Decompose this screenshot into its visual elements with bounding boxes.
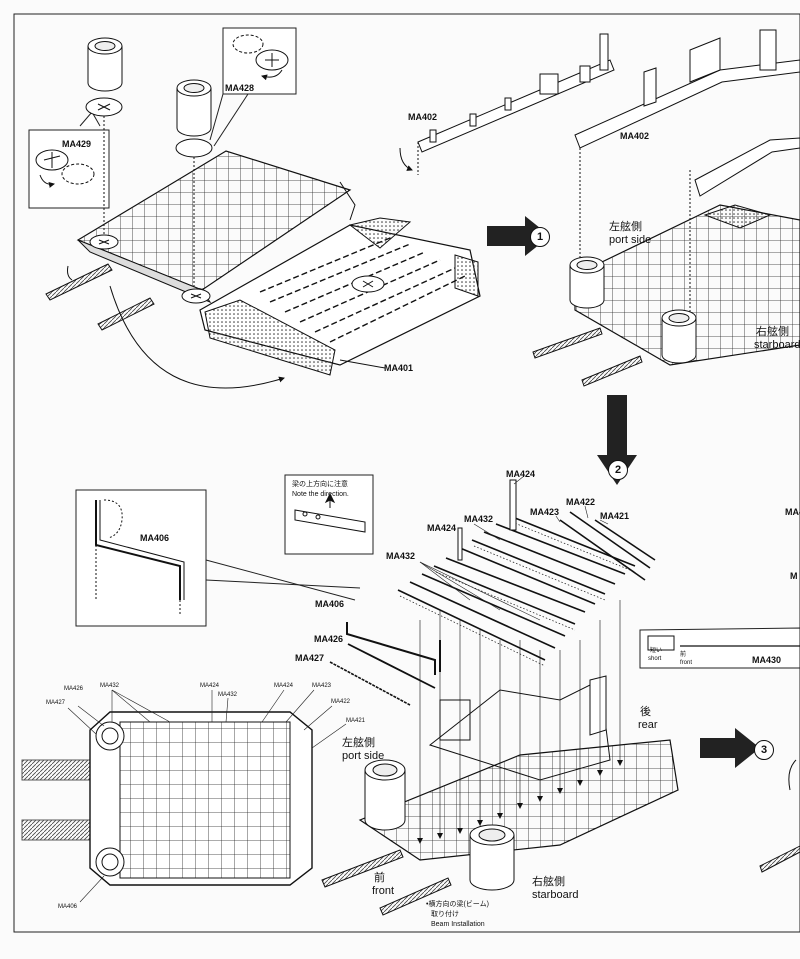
plan-label-ma424-a: MA424 (200, 683, 220, 689)
starboard-en-2: starboard (532, 889, 579, 901)
label-ma424-left: MA424 (427, 523, 457, 533)
plan-label-ma421: MA421 (346, 718, 366, 724)
label-ma406: MA406 (315, 599, 345, 609)
label-ma424-top: MA424 (506, 469, 536, 479)
label-ma402-right: MA402 (620, 131, 650, 141)
step-2-arrow (597, 395, 637, 485)
port-side-jp-2: 左舷側 (342, 737, 375, 749)
top-left-assembly (28, 27, 481, 389)
port-side-en-2: port side (342, 750, 385, 762)
front-en: front (372, 885, 395, 897)
label-ma401: MA401 (384, 363, 414, 373)
inset-box-ma429 (28, 129, 110, 209)
label-ma423: MA423 (530, 507, 560, 517)
label-ma402-left: MA402 (408, 112, 438, 122)
label-ma421: MA421 (600, 511, 630, 521)
label-ma426: MA426 (314, 634, 344, 644)
plan-label-ma427: MA427 (46, 700, 66, 706)
port-side-jp-1: 左舷側 (609, 221, 642, 233)
label-ma429: MA429 (62, 139, 92, 149)
starboard-jp-2: 右舷側 (532, 876, 565, 888)
step-3-number: 3 (754, 740, 774, 760)
label-ma422: MA422 (566, 497, 596, 507)
middle-insets (75, 474, 374, 627)
plan-label-ma426: MA426 (64, 686, 84, 692)
starboard-en-1: starboard (754, 339, 800, 351)
label-edge-ma4: MA4 (785, 507, 800, 517)
top-right-assembly (399, 29, 800, 485)
plan-label-ma422: MA422 (331, 699, 351, 705)
short-note-en: short (648, 656, 662, 662)
label-edge-m: M (790, 571, 798, 581)
starboard-jp-1: 右舷側 (756, 326, 789, 338)
port-side-en-1: port side (609, 234, 652, 246)
label-ma430: MA430 (752, 655, 782, 665)
inset-box-ma406 (75, 489, 207, 627)
plan-label-ma423: MA423 (312, 683, 332, 689)
beam-installation-jp-1: •横方向の梁(ビーム) (426, 901, 489, 908)
label-ma428: MA428 (225, 83, 255, 93)
bottom-left-plan (21, 689, 347, 903)
plan-label-ma424-b: MA424 (274, 683, 294, 689)
rear-en: rear (638, 719, 658, 731)
direction-note-jp: 梁の上方向に注意 (292, 481, 348, 488)
step-1-number: 1 (530, 227, 550, 247)
front-jp: 前 (374, 872, 385, 884)
label-ma427: MA427 (295, 653, 325, 663)
page-frame (13, 13, 800, 933)
beam-installation-assembly (321, 475, 800, 916)
step-1-arrow (487, 216, 550, 256)
front-small-en: front (680, 660, 693, 666)
plan-label-ma432-b: MA432 (218, 692, 238, 698)
beam-installation-jp-2: 取り付け (431, 911, 459, 918)
plan-label-ma406: MA406 (58, 904, 78, 910)
short-note-jp: 短い (650, 648, 663, 654)
beam-installation-en: Beam Installation (431, 921, 485, 928)
plan-label-ma432-a: MA432 (100, 683, 120, 689)
step-3-arrow (700, 728, 760, 768)
label-ma432-left: MA432 (386, 551, 416, 561)
label-ma406-inset: MA406 (140, 533, 170, 543)
front-small-jp: 前 (680, 652, 687, 658)
rear-jp: 後 (640, 706, 651, 718)
label-ma432-top: MA432 (464, 514, 494, 524)
step-2-number: 2 (608, 460, 628, 480)
direction-note-en: Note the direction. (292, 491, 349, 498)
